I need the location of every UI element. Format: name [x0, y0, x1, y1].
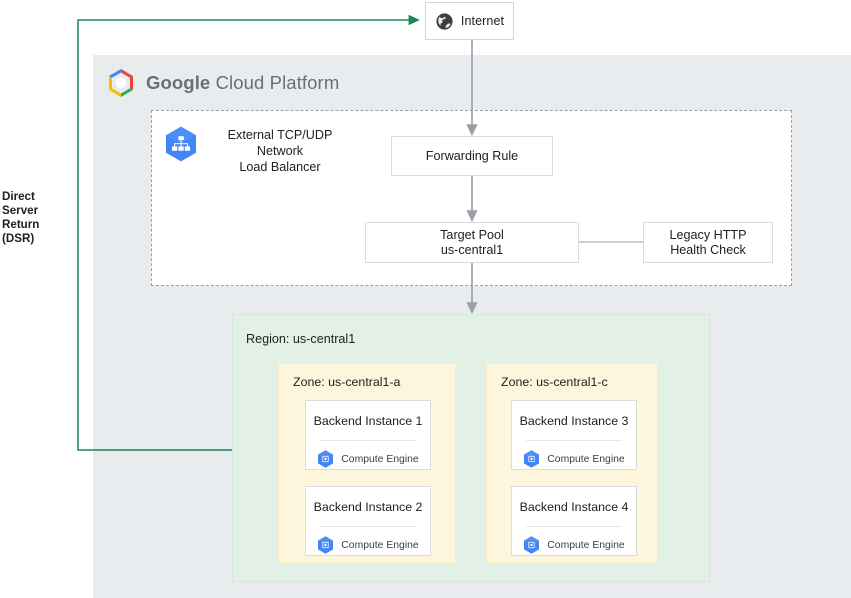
- load-balancer-label-line1: External TCP/UDP Network: [227, 128, 333, 158]
- target-pool-line2: us-central1: [440, 242, 504, 257]
- forwarding-rule-box[interactable]: Forwarding Rule: [391, 136, 553, 176]
- gcp-brand-bold: Google: [146, 72, 211, 93]
- instance-card-backend-instance-4[interactable]: Backend Instance 4 Compute Engine: [511, 486, 637, 556]
- health-check-line2: Health Check: [670, 242, 746, 257]
- instance-title: Backend Instance 3: [519, 414, 629, 428]
- instance-service: Compute Engine: [317, 536, 419, 554]
- compute-engine-icon: [318, 450, 334, 468]
- instance-title: Backend Instance 4: [519, 500, 629, 514]
- dsr-label: Direct Server Return (DSR): [2, 190, 74, 246]
- instance-service-label: Compute Engine: [547, 539, 625, 551]
- region-label: Region: us-central1: [246, 332, 356, 346]
- instance-card-backend-instance-1[interactable]: Backend Instance 1 Compute Engine: [305, 400, 431, 470]
- load-balancer-label-line2: Load Balancer: [239, 160, 321, 174]
- health-check-line1: Legacy HTTP: [669, 227, 747, 242]
- instance-service-label: Compute Engine: [341, 539, 419, 551]
- zone-container-us-central1-a: Zone: us-central1-a Backend Instance 1 C…: [278, 363, 456, 563]
- target-pool-line1: Target Pool: [440, 227, 504, 242]
- instance-divider: [525, 440, 623, 441]
- zone-label-us-central1-c: Zone: us-central1-c: [501, 375, 608, 389]
- internet-label: Internet: [460, 14, 505, 28]
- compute-engine-icon: [524, 536, 540, 554]
- gcp-brand-rest: Cloud Platform: [215, 72, 340, 93]
- gcp-brand-text: Google Cloud Platform: [146, 72, 339, 94]
- network-load-balancer-icon: [165, 126, 197, 162]
- instance-divider: [319, 440, 417, 441]
- globe-icon: [436, 12, 453, 30]
- internet-node[interactable]: Internet: [425, 2, 514, 40]
- instance-title: Backend Instance 2: [313, 500, 423, 514]
- instance-service: Compute Engine: [523, 536, 625, 554]
- instance-divider: [525, 526, 623, 527]
- instance-service: Compute Engine: [523, 450, 625, 468]
- google-cloud-platform-branding: Google Cloud Platform: [107, 68, 339, 98]
- instance-card-backend-instance-2[interactable]: Backend Instance 2 Compute Engine: [305, 486, 431, 556]
- instance-divider: [319, 526, 417, 527]
- instance-service: Compute Engine: [317, 450, 419, 468]
- zone-label-us-central1-a: Zone: us-central1-a: [293, 375, 401, 389]
- compute-engine-icon: [524, 450, 540, 468]
- load-balancer-label: External TCP/UDP Network Load Balancer: [205, 127, 355, 175]
- target-pool-box[interactable]: Target Pool us-central1: [365, 222, 579, 263]
- dsr-label-line2: Return (DSR): [2, 218, 40, 245]
- instance-service-label: Compute Engine: [547, 453, 625, 465]
- instance-title: Backend Instance 1: [313, 414, 423, 428]
- forwarding-rule-label: Forwarding Rule: [425, 149, 519, 163]
- instance-service-label: Compute Engine: [341, 453, 419, 465]
- google-cloud-platform-logo: [109, 69, 133, 97]
- zone-container-us-central1-c: Zone: us-central1-c Backend Instance 3 C…: [486, 363, 658, 563]
- health-check-box[interactable]: Legacy HTTP Health Check: [643, 222, 773, 263]
- compute-engine-icon: [318, 536, 334, 554]
- dsr-label-line1: Direct Server: [2, 190, 39, 217]
- instance-card-backend-instance-3[interactable]: Backend Instance 3 Compute Engine: [511, 400, 637, 470]
